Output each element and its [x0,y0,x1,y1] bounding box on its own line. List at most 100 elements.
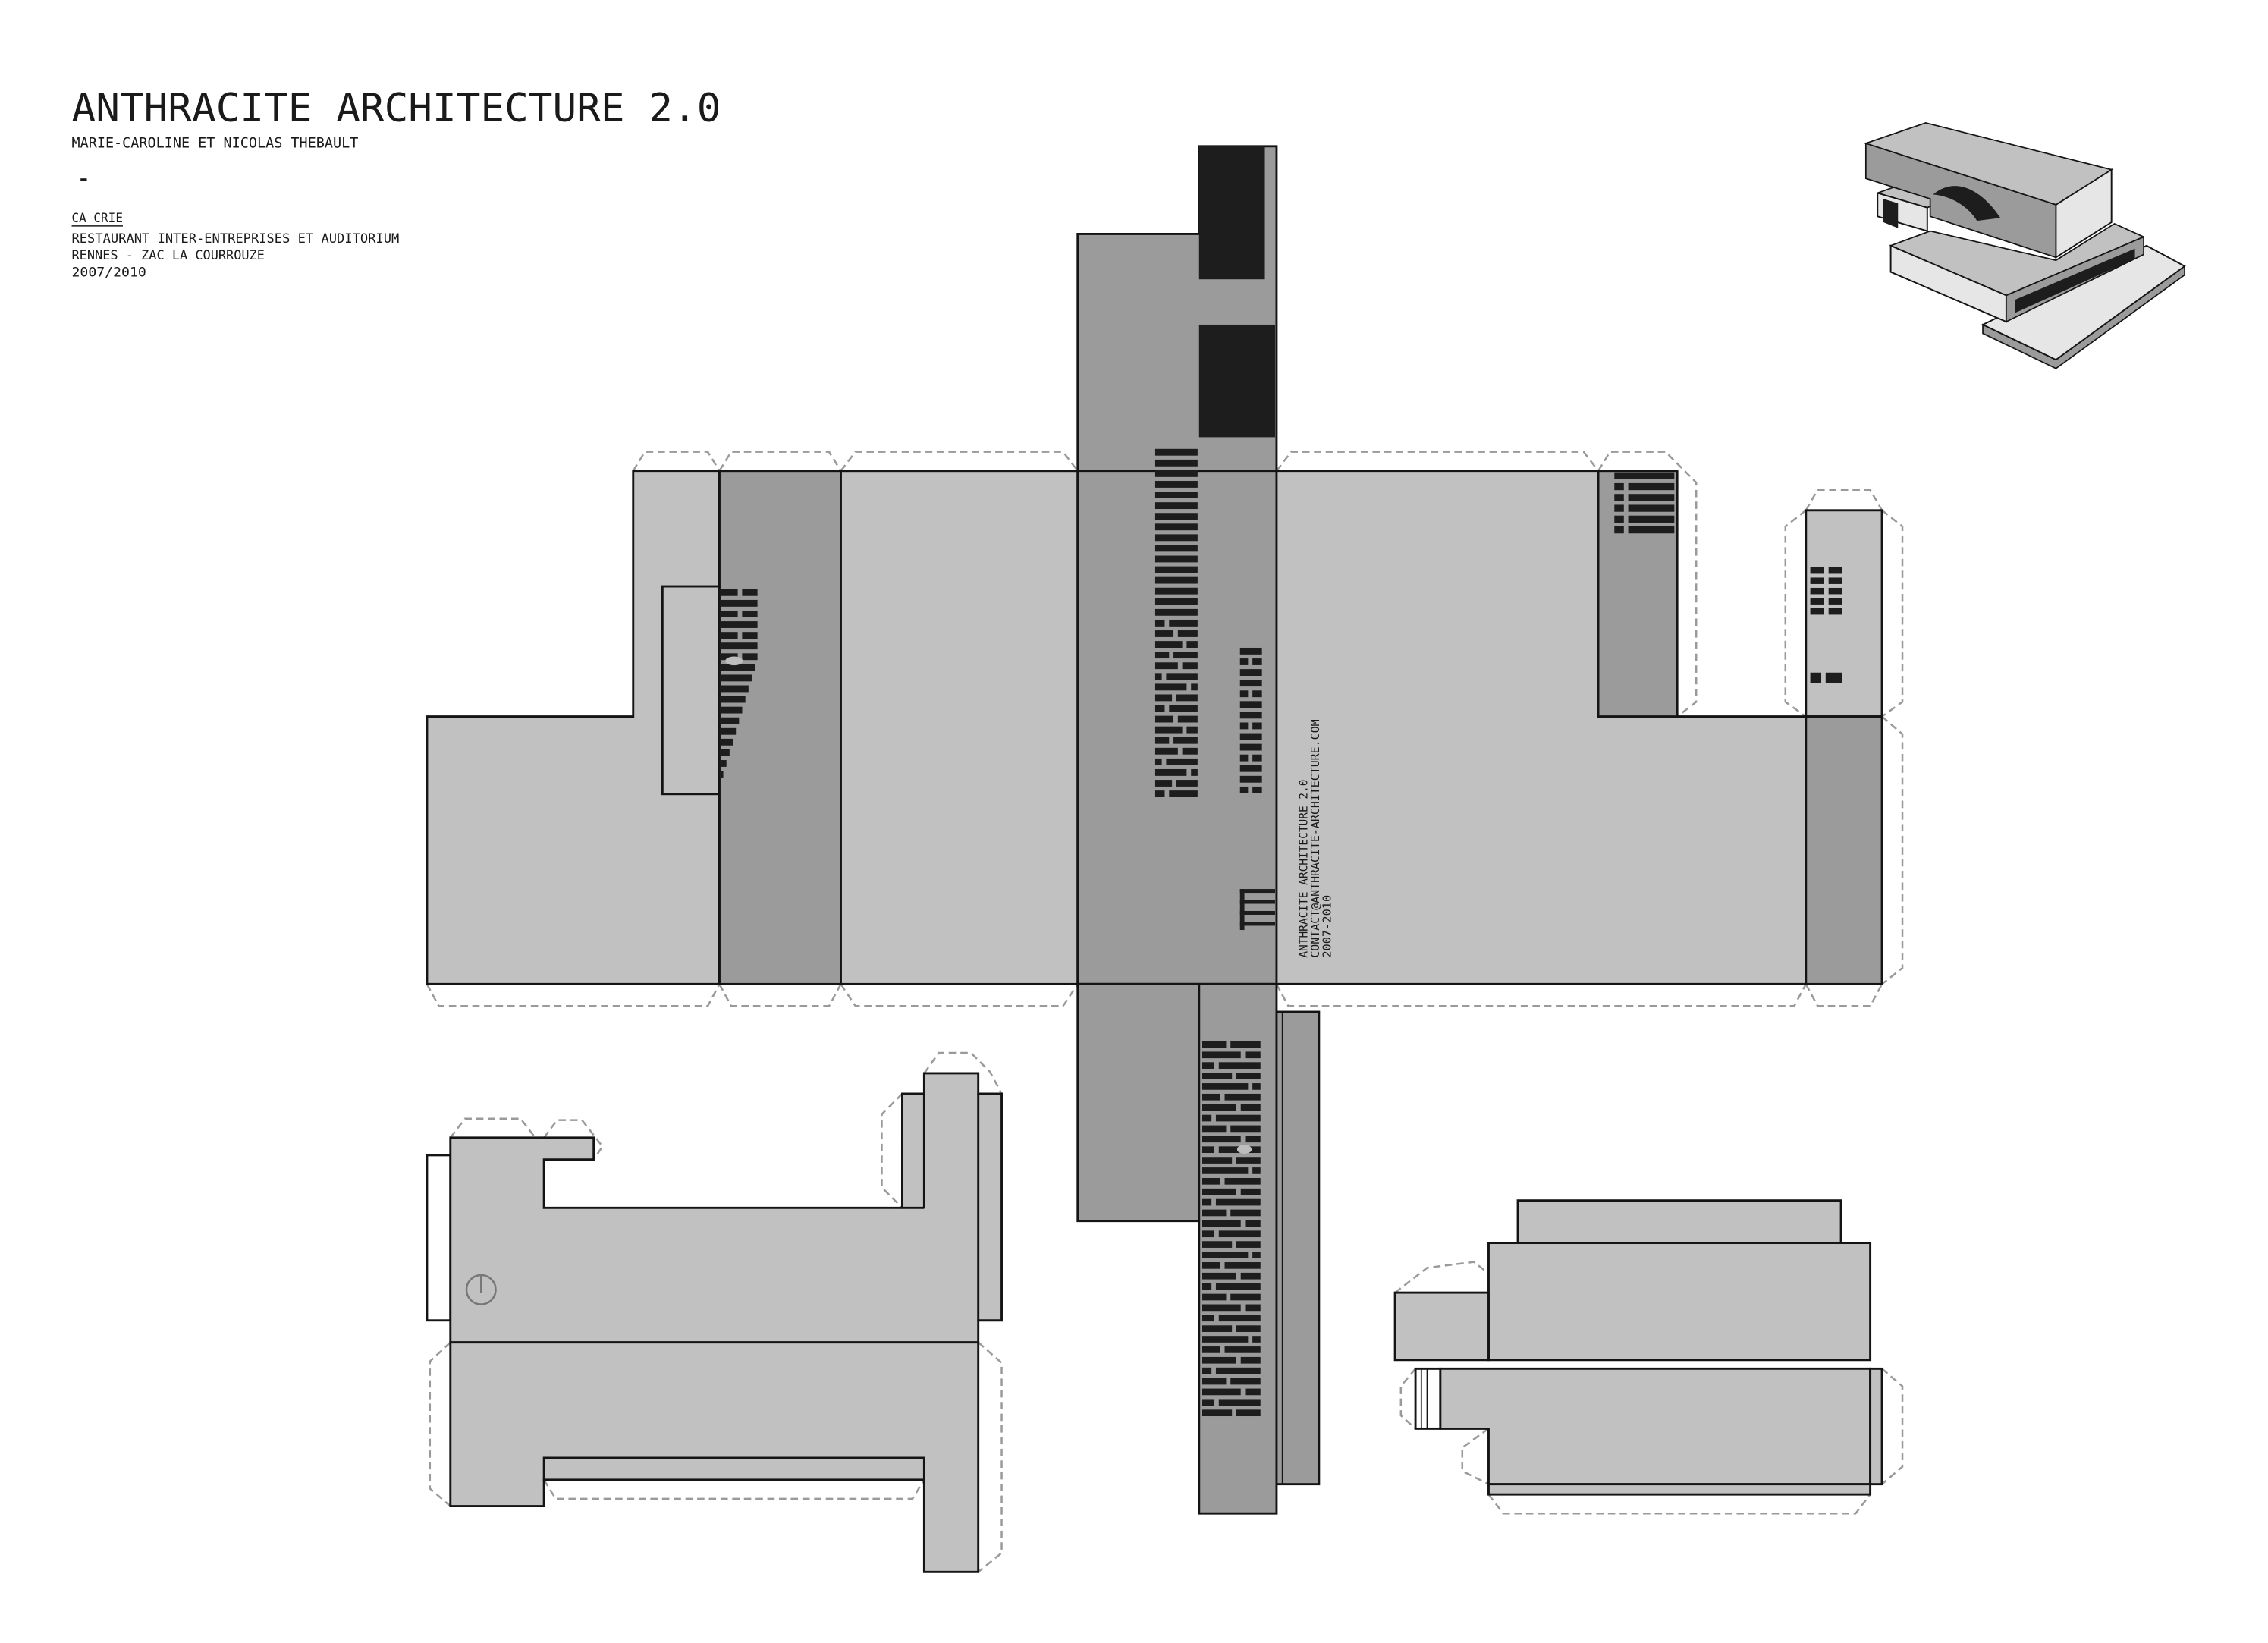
window-bar [1177,715,1198,723]
window-bar [1252,722,1262,730]
window-bar [1154,566,1198,573]
window-bar [719,674,752,682]
stair-step [1239,889,1276,894]
side-strip [426,1154,452,1322]
thumb-glazing-strip [2015,248,2135,313]
window-bar [1810,587,1824,595]
piece-side-volume [426,1051,1003,1573]
window-bar [719,599,758,607]
firm-partners: MARIE-CAROLINE ET NICOLAS THEBAULT [72,136,359,152]
window-bar [1245,1136,1261,1143]
window-bar [1230,1378,1261,1385]
window-bar [1202,1346,1220,1353]
facade-panel-east [1275,470,1808,985]
window-bar [1239,647,1262,655]
window-bar [1154,481,1198,488]
window-bar [719,685,749,693]
window-bars-roof-small [1239,647,1262,793]
window-bar [1202,1252,1249,1258]
window-bar [1245,1051,1261,1059]
window-bar [1252,1252,1261,1258]
window-bar [1239,775,1262,783]
fold-tab [429,1341,451,1507]
window-bar [1154,790,1165,797]
credit-contact: CONTACT@ANTHRACITE-ARCHITECTURE.COM [1309,719,1322,957]
window-bar [1154,652,1170,659]
title-block: ANTHRACITE ARCHITECTURE 2.0 MARIE-CAROLI… [71,86,721,279]
window-bar [1230,1125,1261,1133]
window-bar [1252,1167,1261,1174]
isometric-model-thumbnail [1864,122,2186,369]
auditorium-roof-cap [1516,1199,1842,1245]
window-bar [1154,608,1198,616]
window-bar [1154,492,1198,498]
roof-edge-strip [1275,1010,1321,1486]
window-bar [742,589,758,596]
window-bar [719,727,737,735]
window-bar [1154,534,1198,542]
window-bar [1182,662,1198,670]
window-bars-west [719,589,758,778]
window-bar [1154,641,1183,648]
window-bar [1236,1241,1261,1248]
window-bar [1239,786,1249,793]
window-bar [1154,726,1183,734]
window-bar [1202,1146,1215,1154]
window-bar [719,696,746,703]
window-bar [1245,1220,1261,1227]
stair-step [1239,900,1276,904]
window-bar [1239,743,1262,751]
window-bar [1239,712,1262,719]
project-name: CA CRIE [72,210,123,225]
window-bar [1154,523,1198,531]
window-bar [1236,1073,1261,1079]
window-bar [1186,641,1198,648]
window-bar [719,642,758,650]
window-bar [1230,1209,1261,1217]
window-bar [1202,1241,1233,1248]
window-bar [1614,472,1675,479]
fold-tab [1881,715,1904,985]
window-bar [1173,652,1198,659]
window-bar [1154,545,1198,552]
auditorium-bottom-strip [1487,1483,1872,1496]
firm-title: ANTHRACITE ARCHITECTURE 2.0 [72,86,721,131]
facade-panel-west-return [718,470,842,985]
fold-tab [840,983,1079,1007]
fold-tab [881,1093,903,1209]
window-bar [1202,1177,1220,1185]
window-bar [1177,630,1198,637]
window-bar [1154,513,1198,520]
window-bar [719,749,730,756]
window-bar [1169,705,1198,712]
window-bar [1202,1114,1212,1122]
window-bar [1239,754,1249,762]
main-strip-fold-tabs [426,451,1904,1007]
fold-tab [977,1341,1003,1573]
window-bar [1252,658,1262,665]
window-bar [1230,1293,1261,1301]
window-bar [1176,694,1198,702]
window-bar [1628,526,1675,534]
window-bar [1202,1125,1227,1133]
window-bar [1810,577,1824,584]
window-bar [719,611,738,617]
window-bar [1825,672,1842,683]
window-bar [1628,515,1675,523]
window-bar [1215,1367,1261,1374]
window-bar [1614,526,1624,534]
window-bar [1218,1399,1261,1406]
hatched-strip [1414,1367,1442,1430]
auditorium-elevation [1487,1242,1872,1362]
window-bar [1154,587,1198,595]
window-bar [1218,1315,1261,1322]
glue-mark [725,656,743,666]
window-bar [1202,1083,1249,1090]
window-bar [1154,705,1165,712]
window-bar [1245,1304,1261,1312]
window-bar [1154,737,1170,744]
window-bar [1202,1409,1233,1417]
window-bar [1154,470,1198,477]
window-bar [1239,722,1249,730]
window-bar [1239,765,1262,772]
